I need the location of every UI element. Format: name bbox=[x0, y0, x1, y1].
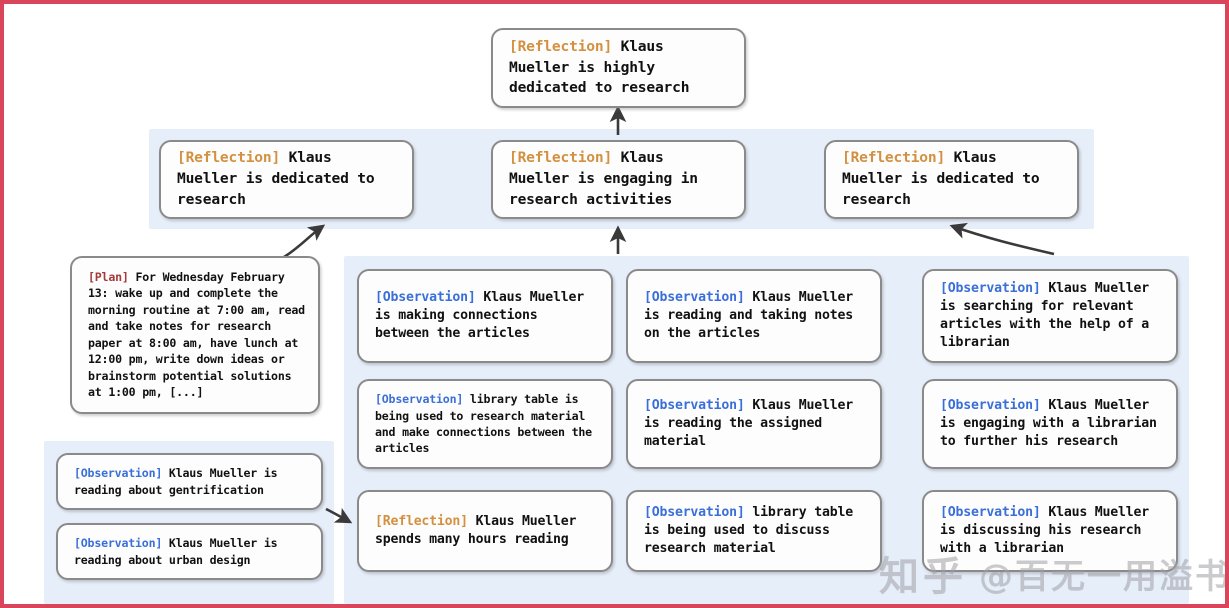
node-col1-reflection[interactable]: [Reflection] Klaus Mueller spends many h… bbox=[357, 490, 613, 572]
node-reflection-right[interactable]: [Reflection] Klaus Mueller is dedicated … bbox=[824, 140, 1079, 219]
node-col3-observation-2[interactable]: [Observation] Klaus Mueller is engaging … bbox=[922, 379, 1178, 469]
node-body: For Wednesday February 13: wake up and c… bbox=[88, 270, 312, 400]
node-body: Klaus Mueller is engaging in research ac… bbox=[509, 149, 707, 208]
node-text: [Reflection] Klaus Mueller is dedicated … bbox=[177, 148, 400, 210]
node-body: library table is being used to research … bbox=[375, 392, 599, 456]
node-body: Klaus Mueller is dedicated to research bbox=[842, 149, 1049, 208]
tag-label: [Observation] bbox=[74, 466, 163, 481]
node-text: [Observation] Klaus Mueller is reading t… bbox=[644, 397, 868, 452]
node-text: [Observation] Klaus Mueller is reading a… bbox=[644, 289, 868, 344]
tag-label: [Reflection] bbox=[509, 149, 613, 167]
node-body: Klaus Mueller is searching for relevant … bbox=[940, 280, 1157, 351]
node-body: Klaus Mueller is dedicated to research bbox=[177, 149, 384, 208]
tag-label: [Reflection] bbox=[177, 149, 281, 167]
node-col1-observation-2[interactable]: [Observation] library table is being use… bbox=[357, 379, 613, 469]
node-text: [Observation] Klaus Mueller is making co… bbox=[375, 289, 599, 344]
node-text: [Observation] library table is being use… bbox=[375, 391, 599, 457]
node-left-observation-1[interactable]: [Observation] Klaus Mueller is reading a… bbox=[56, 453, 323, 510]
node-body: library table is being used to discuss r… bbox=[644, 504, 861, 557]
node-body: Klaus Mueller is highly dedicated to res… bbox=[509, 37, 690, 97]
node-col1-observation-1[interactable]: [Observation] Klaus Mueller is making co… bbox=[357, 269, 613, 363]
node-text: [Observation] Klaus Mueller is discussin… bbox=[940, 504, 1164, 559]
tag-label: [Reflection] bbox=[509, 37, 613, 55]
tag-label: [Observation] bbox=[644, 504, 745, 520]
node-body: Klaus Mueller is discussing his research… bbox=[940, 504, 1157, 557]
node-text: [Observation] Klaus Mueller is engaging … bbox=[940, 397, 1164, 452]
tag-label: [Observation] bbox=[644, 289, 745, 305]
node-body: Klaus Mueller is engaging with a librari… bbox=[940, 397, 1165, 450]
tag-label: [Observation] bbox=[375, 392, 464, 407]
node-col2-observation-1[interactable]: [Observation] Klaus Mueller is reading a… bbox=[626, 269, 882, 363]
node-left-observation-2[interactable]: [Observation] Klaus Mueller is reading a… bbox=[56, 523, 323, 580]
tag-label: [Plan] bbox=[88, 270, 129, 284]
node-col2-observation-2[interactable]: [Observation] Klaus Mueller is reading t… bbox=[626, 379, 882, 469]
node-text: [Reflection] Klaus Mueller is highly ded… bbox=[509, 37, 732, 99]
tag-label: [Observation] bbox=[74, 536, 163, 551]
node-col2-observation-3[interactable]: [Observation] library table is being use… bbox=[626, 490, 882, 572]
node-text: [Observation] Klaus Mueller is searching… bbox=[940, 280, 1164, 353]
node-col3-observation-3[interactable]: [Observation] Klaus Mueller is discussin… bbox=[922, 490, 1178, 572]
tag-label: [Reflection] bbox=[842, 149, 946, 167]
node-text: [Observation] library table is being use… bbox=[644, 504, 868, 559]
tag-label: [Observation] bbox=[940, 280, 1041, 296]
node-text: [Reflection] Klaus Mueller spends many h… bbox=[375, 513, 599, 549]
node-text: [Plan] For Wednesday February 13: wake u… bbox=[88, 269, 306, 401]
node-body: Klaus Mueller is making connections betw… bbox=[375, 289, 592, 342]
node-text: [Observation] Klaus Mueller is reading a… bbox=[74, 465, 309, 498]
node-body: Klaus Mueller is reading and taking note… bbox=[644, 289, 861, 342]
node-reflection-left[interactable]: [Reflection] Klaus Mueller is dedicated … bbox=[159, 140, 414, 219]
node-plan[interactable]: [Plan] For Wednesday February 13: wake u… bbox=[70, 256, 320, 414]
node-body: Klaus Mueller is reading about gentrific… bbox=[74, 466, 285, 497]
tag-label: [Observation] bbox=[644, 397, 745, 413]
tag-label: [Observation] bbox=[940, 397, 1041, 413]
tag-label: [Observation] bbox=[940, 504, 1041, 520]
node-text: [Observation] Klaus Mueller is reading a… bbox=[74, 535, 309, 568]
tag-label: [Reflection] bbox=[375, 513, 468, 529]
node-col3-observation-1[interactable]: [Observation] Klaus Mueller is searching… bbox=[922, 269, 1178, 363]
node-body: Klaus Mueller is reading the assigned ma… bbox=[644, 397, 861, 450]
node-root-reflection[interactable]: [Reflection] Klaus Mueller is highly ded… bbox=[491, 28, 746, 108]
node-body: Klaus Mueller is reading about urban des… bbox=[74, 536, 285, 567]
node-text: [Reflection] Klaus Mueller is engaging i… bbox=[509, 148, 732, 210]
tag-label: [Observation] bbox=[375, 289, 476, 305]
node-text: [Reflection] Klaus Mueller is dedicated … bbox=[842, 148, 1065, 210]
node-body: Klaus Mueller spends many hours reading bbox=[375, 513, 584, 547]
node-reflection-middle[interactable]: [Reflection] Klaus Mueller is engaging i… bbox=[491, 140, 746, 219]
